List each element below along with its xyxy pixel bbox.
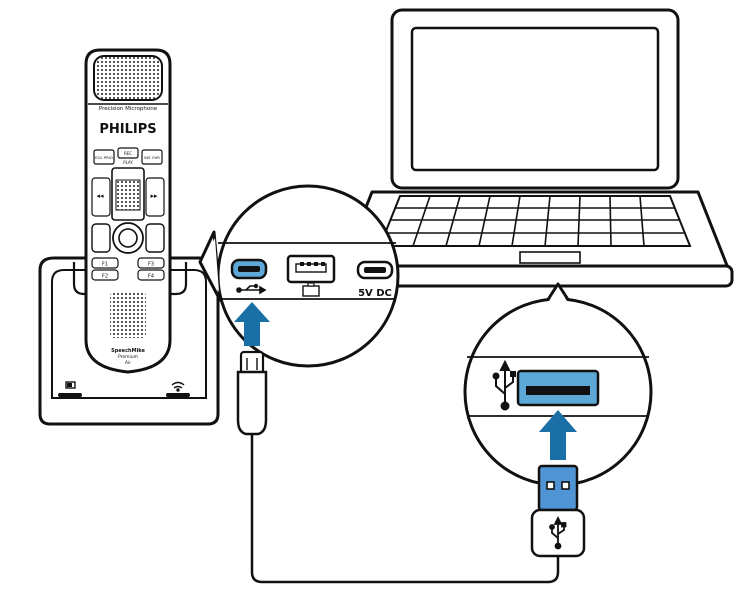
rec-label: REC	[124, 151, 132, 156]
model-variant: Premium	[118, 354, 138, 360]
usb-icon	[492, 359, 516, 411]
laptop-touchpad	[519, 251, 581, 264]
mic-label: Precision Microphone	[99, 106, 158, 112]
power-port-label: 5V DC	[358, 288, 392, 299]
laptop-usb-callout	[463, 282, 653, 512]
arrow-up-icon	[539, 410, 577, 460]
model-type: Air	[125, 360, 131, 366]
usb-a-plug-body	[530, 508, 586, 558]
battery-led	[58, 393, 82, 397]
slider-knob	[115, 179, 141, 211]
wifi-led	[166, 393, 190, 397]
model-name: SpeechMike	[111, 348, 145, 354]
micro-usb-plug-body	[236, 370, 268, 436]
play-label: PLAY	[123, 160, 133, 165]
rewind-icon: ◂◂	[96, 192, 104, 200]
mic-grille	[93, 55, 163, 101]
speaker-grille	[110, 292, 146, 338]
eol-button	[93, 149, 115, 165]
trackball	[118, 228, 138, 248]
eol-label: EOL PRIO	[95, 155, 113, 160]
keyboard-port-icon	[302, 282, 320, 297]
forward-icon: ▸▸	[150, 192, 158, 200]
wifi-icon	[171, 381, 185, 392]
usb-a-plug	[537, 464, 579, 512]
laptop-screen	[410, 26, 660, 172]
arrow-up-icon	[234, 302, 270, 346]
brand-logo: PHILIPS	[99, 122, 156, 137]
f3-label: F3	[148, 262, 154, 268]
f2-label: F2	[102, 274, 108, 280]
f1-label: F1	[102, 262, 108, 268]
left-mouse-button	[91, 223, 111, 253]
usb-cable	[250, 432, 560, 584]
battery-icon	[65, 381, 76, 389]
right-mouse-button	[145, 223, 165, 253]
rec-button	[117, 147, 139, 159]
keyboard-keys	[385, 195, 685, 247]
ins-button	[141, 149, 163, 165]
usb-icon	[236, 283, 267, 295]
speechmike: Precision Microphone PHILIPS EOL PRIO RE…	[84, 48, 172, 374]
laptop	[316, 8, 734, 288]
dock-ports-callout: 5V DC	[198, 184, 400, 378]
f4-label: F4	[148, 274, 154, 280]
ins-label: INS OVR	[144, 155, 160, 160]
